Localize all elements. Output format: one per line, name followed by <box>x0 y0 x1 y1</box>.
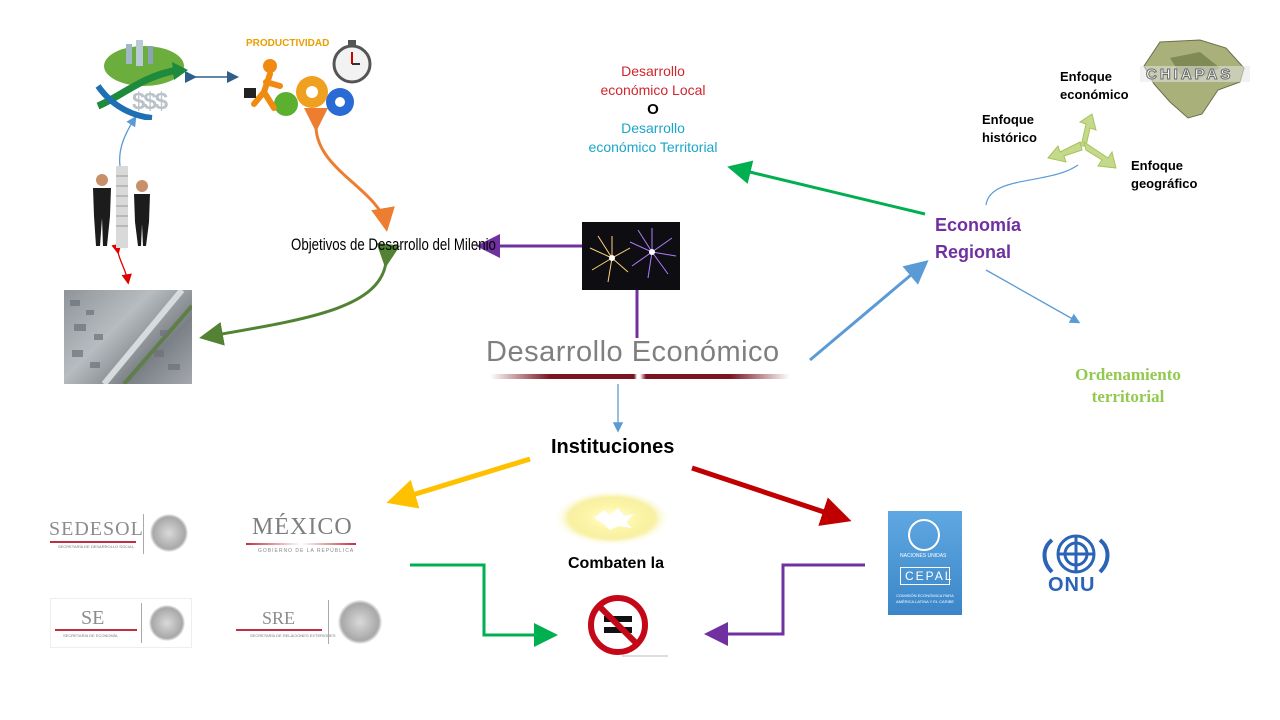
economia-line2: Regional <box>935 242 1012 262</box>
ordenamiento-territorial: Ordenamiento territorial <box>1058 364 1198 408</box>
productividad-image: PRODUCTIVIDAD <box>240 32 376 122</box>
arrow-mexico-to-combat <box>410 563 558 647</box>
se-logo: SE SECRETARÍA DE ECONOMÍA <box>50 598 192 648</box>
desarrollo-territorial-line1: Desarrollo <box>621 120 685 136</box>
arrow-people-city <box>111 243 132 285</box>
mexican-eagle-emblem <box>150 514 188 552</box>
enfoque-economico-line2: económico <box>1060 87 1129 102</box>
arrow-economia-to-ordenamiento <box>985 269 1081 324</box>
arrow-odm-city <box>199 242 401 346</box>
cepal-logo: NACIONES UNIDAS CEPAL COMISIÓN ECONÓMICA… <box>888 511 962 615</box>
sre-divider <box>328 600 329 644</box>
mexico-rule <box>246 543 356 545</box>
desarrollo-local-line1: Desarrollo <box>621 63 685 79</box>
desarrollo-local-line2: económico Local <box>600 82 706 98</box>
desarrollo-economico-text: Desarrollo Económico <box>486 336 780 368</box>
arrow-economia-to-local <box>727 160 926 216</box>
sre-name: SRE <box>262 608 296 628</box>
se-subtitle: SECRETARÍA DE ECONOMÍA <box>63 633 118 638</box>
onu-logo: ONU <box>1030 530 1122 600</box>
onu-name: ONU <box>1048 574 1096 596</box>
cepal-subtitle: COMISIÓN ECONÓMICA PARA AMÉRICA LATINA Y… <box>895 593 955 604</box>
mexico-gobierno-logo: MÉXICO GOBIERNO DE LA REPÚBLICA <box>244 512 358 558</box>
economia-line1: Economía <box>935 215 1022 235</box>
objetivos-desarrollo-milenio: Objetivos de Desarrollo del Milenio <box>291 235 496 254</box>
three-way-arrow-icon <box>1046 112 1118 172</box>
economic-growth-image: $$$ <box>92 36 190 120</box>
enfoque-geografico-line1: Enfoque <box>1131 158 1183 173</box>
economia-regional: Economía Regional <box>935 212 1021 266</box>
un-emblem-icon <box>908 519 940 551</box>
conjunction-o: O <box>647 101 659 118</box>
arrow-international-to-combat <box>704 563 865 646</box>
combaten-label: Combaten la <box>568 555 665 572</box>
desarrollo-local-territorial: Desarrollo económico Local O Desarrollo … <box>560 62 746 157</box>
title-underline <box>490 374 790 379</box>
mexico-name: MÉXICO <box>252 514 353 540</box>
cepal-name-box: CEPAL <box>900 567 954 585</box>
mexico-subtitle: GOBIERNO DE LA REPÚBLICA <box>258 548 355 554</box>
sedesol-logo: SEDESOL SECRETARÍA DE DESARROLLO SOCIAL <box>46 510 192 556</box>
sre-rule <box>236 629 322 631</box>
business-people-image <box>76 166 166 248</box>
city-aerial-image <box>64 290 192 384</box>
arrow-productividad-odm <box>303 107 395 232</box>
chiapas-label: CHIAPAS <box>1145 66 1234 84</box>
cepal-name: CEPAL <box>905 569 954 583</box>
enfoque-historico-line2: histórico <box>982 130 1037 145</box>
se-name: SE <box>81 607 105 629</box>
sedesol-rule <box>50 541 136 543</box>
chiapas-map-image: CHIAPAS <box>1140 38 1250 120</box>
instituciones-label: Instituciones <box>551 436 675 458</box>
mexican-eagle-emblem <box>149 605 185 641</box>
glow-burst-image <box>554 490 670 546</box>
enfoque-economico: Enfoque económico <box>1060 68 1129 104</box>
sedesol-divider <box>143 514 144 554</box>
fireworks-image <box>582 222 680 290</box>
arrow-instituciones-to-mexico <box>386 456 531 509</box>
ordenamiento-line2: territorial <box>1091 387 1165 406</box>
cepal-naciones-unidas: NACIONES UNIDAS <box>900 553 947 559</box>
no-equality-icon <box>588 594 670 660</box>
desarrollo-territorial-line2: económico Territorial <box>588 139 718 155</box>
se-divider <box>141 603 142 643</box>
sedesol-name: SEDESOL <box>49 518 144 540</box>
enfoque-historico: Enfoque histórico <box>982 111 1037 147</box>
se-rule <box>55 629 137 631</box>
sre-subtitle: SECRETARÍA DE RELACIONES EXTERIORES <box>250 633 336 638</box>
enfoque-geografico-line2: geográfico <box>1131 176 1198 191</box>
money-symbols: $$$ <box>132 88 168 115</box>
productividad-label: PRODUCTIVIDAD <box>246 38 330 49</box>
enfoque-economico-line1: Enfoque <box>1060 69 1112 84</box>
desarrollo-economico-title: Desarrollo Económico <box>486 336 796 384</box>
ordenamiento-line1: Ordenamiento <box>1075 365 1181 384</box>
mexican-eagle-emblem <box>338 600 382 644</box>
enfoque-historico-line1: Enfoque <box>982 112 1034 127</box>
arrow-growth-people <box>118 115 137 167</box>
sre-logo: SRE SECRETARÍA DE RELACIONES EXTERIORES <box>234 598 386 646</box>
enfoque-geografico: Enfoque geográfico <box>1131 157 1197 193</box>
arrow-instituciones-to-international <box>691 465 852 526</box>
sedesol-subtitle: SECRETARÍA DE DESARROLLO SOCIAL <box>58 544 134 549</box>
arrow-desarrollo-to-economia <box>809 260 929 362</box>
